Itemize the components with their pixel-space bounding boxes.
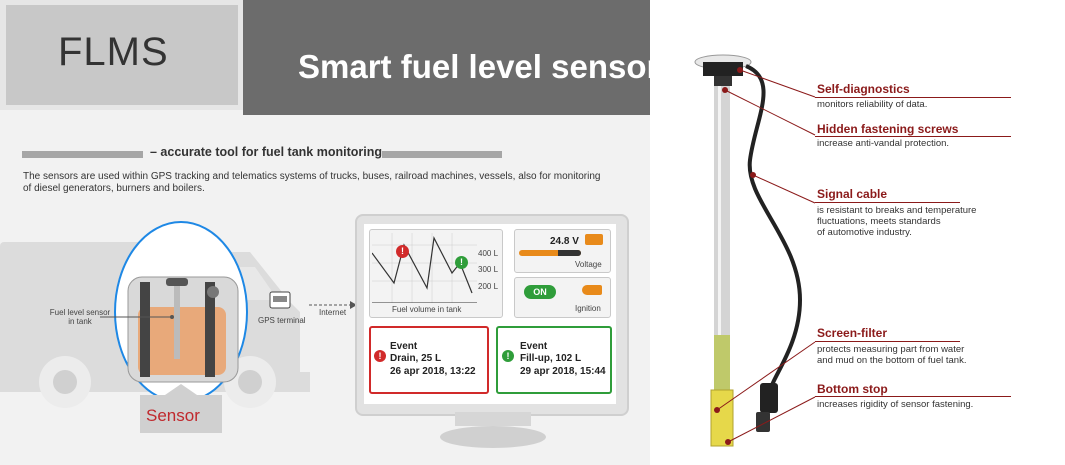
internet-label: Internet <box>319 308 347 317</box>
sensor-label: Sensor <box>146 406 200 425</box>
sensor-photo <box>694 54 816 447</box>
truck-illustration <box>0 221 357 433</box>
description: The sensors are used within GPS tracking… <box>23 171 601 194</box>
fillup-event-card <box>496 326 612 394</box>
battery-icon <box>585 234 603 245</box>
drain-event-card <box>369 326 489 394</box>
gps-terminal-label: GPS terminal <box>258 316 306 325</box>
tagline-bar-left <box>22 151 143 158</box>
drain-event-title: Event <box>390 341 418 352</box>
page-title: Smart fuel level sensors <box>298 48 678 85</box>
fillup-marker-icon: ! <box>455 256 468 269</box>
y-tick-300: 300 L <box>478 265 499 274</box>
tagline: – accurate tool for fuel tank monitoring… <box>150 145 386 159</box>
brand-title: FLMS <box>58 30 169 74</box>
feature-title-screen-filter: Screen-filter <box>817 326 888 340</box>
fillup-event-title: Event <box>520 341 548 352</box>
y-tick-200: 200 L <box>478 282 499 291</box>
fillup-alert-icon: ! <box>502 350 514 362</box>
feature-desc-bottom-stop: increases rigidity of sensor fastening. <box>817 399 974 410</box>
feature-underline <box>815 97 1011 98</box>
feature-title-signal-cable: Signal cable <box>817 187 888 201</box>
feature-title-hidden-screws: Hidden fastening screws <box>817 122 959 136</box>
monitor-stand <box>440 426 546 448</box>
ignition-toggle: ON <box>524 285 556 299</box>
voltage-value: 24.8 V <box>550 236 579 247</box>
drain-event-date: 26 apr 2018, 13:22 <box>390 366 476 377</box>
feature-desc-screen-filter: protects measuring part from water and m… <box>817 344 967 366</box>
brand-box <box>6 5 238 105</box>
fuel-sensor-label: Fuel level sensor in tank <box>49 308 111 326</box>
voltage-bar-empty <box>558 250 581 256</box>
feature-desc-signal-cable: is resistant to breaks and temperature f… <box>817 205 977 238</box>
feature-desc-hidden-screws: increase anti-vandal protection. <box>817 138 950 149</box>
fuel-chart-card <box>369 229 503 318</box>
feature-desc-self-diagnostics: monitors reliability of data. <box>817 99 928 110</box>
monitor-neck <box>455 412 531 426</box>
drain-event-type: Drain, 25 L <box>390 353 442 364</box>
ignition-label: Ignition <box>575 304 601 313</box>
fillup-event-type: Fill-up, 102 L <box>520 353 582 364</box>
chart-caption: Fuel volume in tank <box>392 305 462 314</box>
drain-alert-icon: ! <box>374 350 386 362</box>
feature-underline <box>815 341 960 342</box>
voltage-bar <box>519 250 581 256</box>
drain-marker-icon: ! <box>396 245 409 258</box>
key-icon <box>582 285 602 295</box>
feature-title-bottom-stop: Bottom stop <box>817 382 888 396</box>
feature-underline <box>815 202 960 203</box>
feature-underline <box>815 136 1011 137</box>
fillup-event-date: 29 apr 2018, 15:44 <box>520 366 606 377</box>
feature-underline <box>815 396 1011 397</box>
y-tick-400: 400 L <box>478 249 499 258</box>
tagline-bar-right <box>382 151 502 158</box>
feature-title-self-diagnostics: Self-diagnostics <box>817 82 910 96</box>
voltage-label: Voltage <box>575 260 602 269</box>
title-header <box>243 0 650 115</box>
